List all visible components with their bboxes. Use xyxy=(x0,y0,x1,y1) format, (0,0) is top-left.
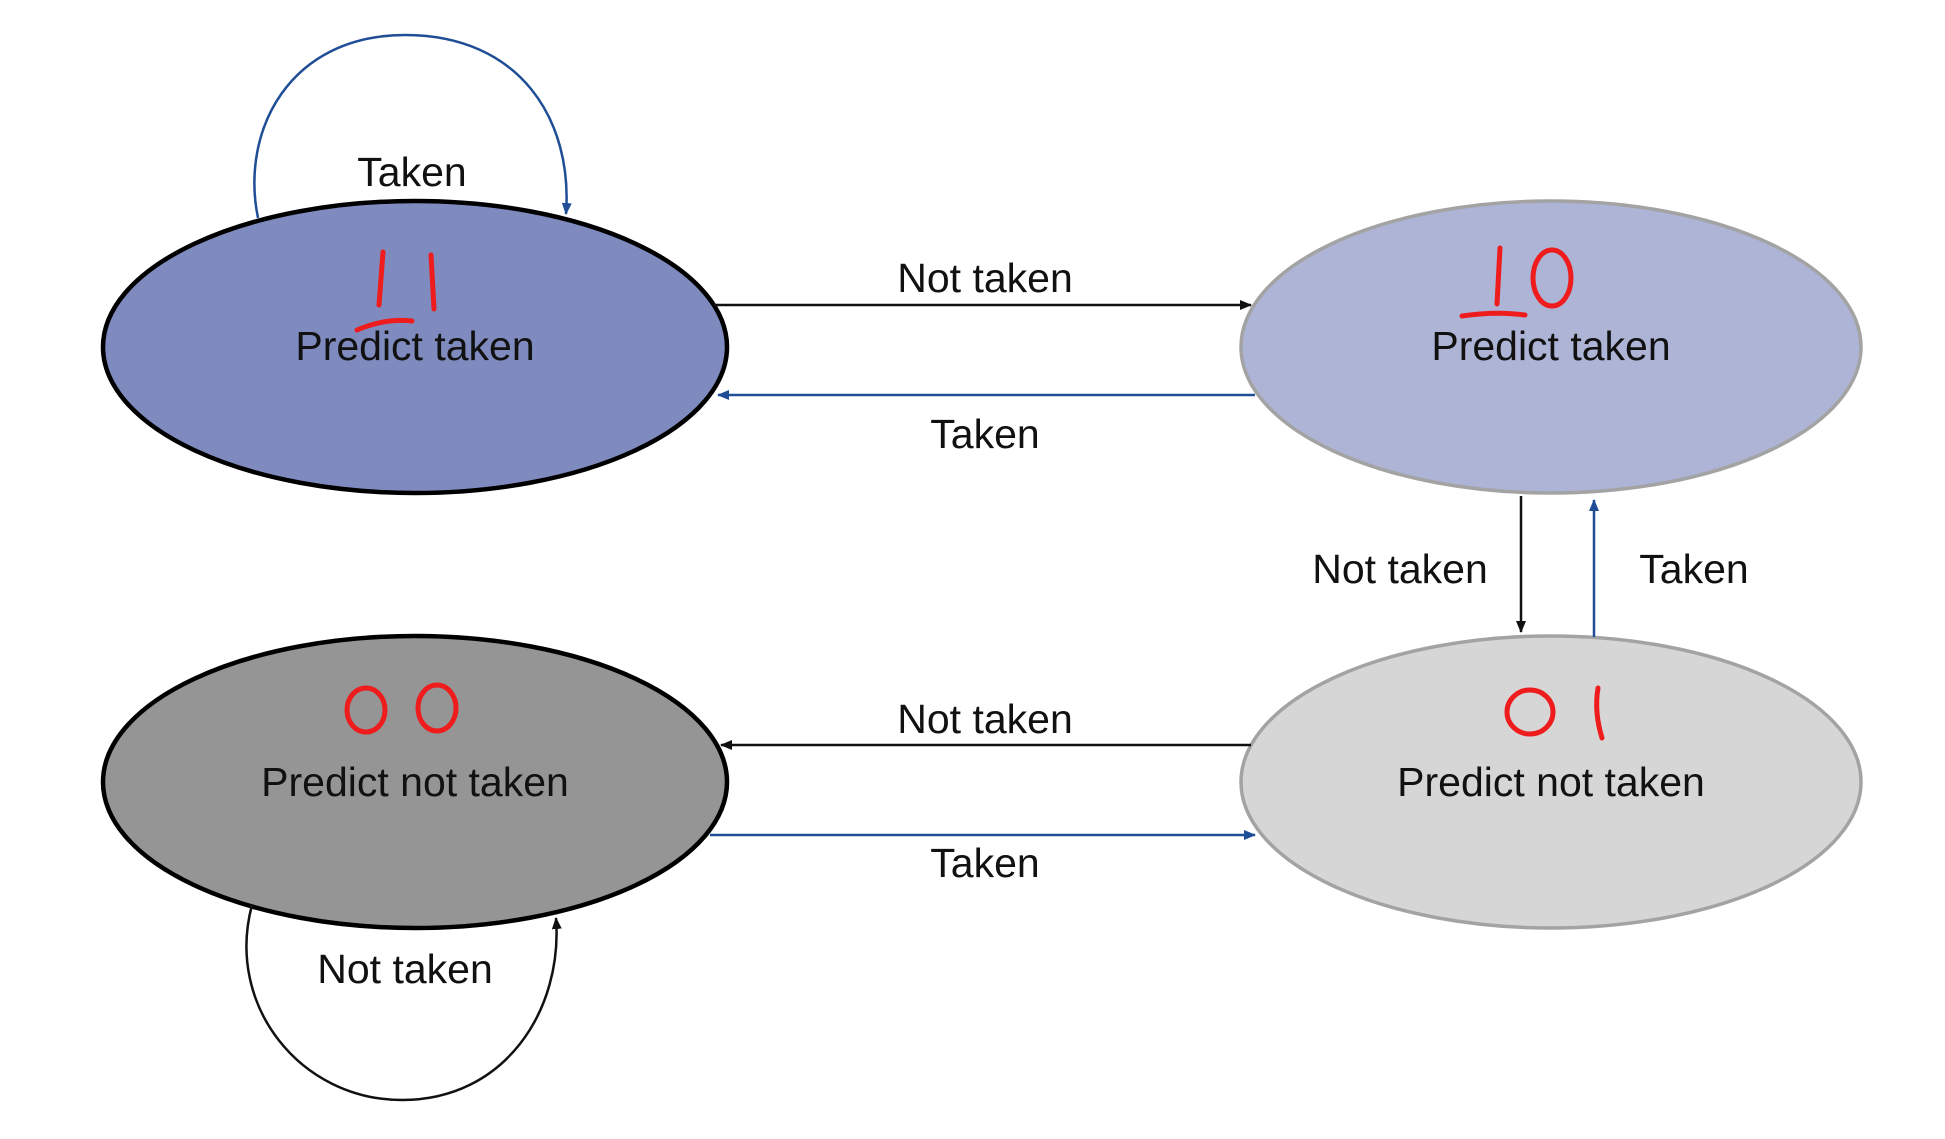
edge-label-00-to-01: Taken xyxy=(930,840,1039,886)
edge-label-11-self: Taken xyxy=(357,149,466,195)
state-10-label: Predict taken xyxy=(1431,323,1670,369)
state-11: Predict taken xyxy=(100,198,730,496)
state-10: Predict taken xyxy=(1239,199,1863,495)
transition-10-to-01: Not taken xyxy=(1312,496,1526,633)
state-01: Predict not taken xyxy=(1239,634,1863,930)
state-11-annotation xyxy=(354,249,437,333)
state-11-ellipse xyxy=(100,198,730,496)
state-01-ellipse xyxy=(1239,634,1863,930)
transition-00-self-not-taken: Not taken xyxy=(245,904,562,1102)
transition-11-self-taken: Taken xyxy=(253,33,572,219)
edge-label-01-to-10: Taken xyxy=(1639,546,1748,592)
state-10-ellipse xyxy=(1239,199,1863,495)
self-loop-arrow-00 xyxy=(245,904,562,1102)
state-00-ellipse xyxy=(100,633,730,931)
state-01-label: Predict not taken xyxy=(1397,759,1705,805)
self-loop-arrow-11 xyxy=(253,33,572,219)
edge-label-11-to-10: Not taken xyxy=(897,255,1073,301)
transition-11-to-10: Not taken xyxy=(714,255,1252,310)
state-00: Predict not taken xyxy=(100,633,730,931)
transition-01-to-00: Not taken xyxy=(720,696,1251,750)
transition-00-to-01: Taken xyxy=(710,830,1256,886)
state-00-label: Predict not taken xyxy=(261,759,569,805)
edge-label-00-self: Not taken xyxy=(317,946,493,992)
transition-01-to-10: Taken xyxy=(1589,499,1749,637)
state-00-annotation xyxy=(344,682,459,735)
edge-label-10-to-01: Not taken xyxy=(1312,546,1488,592)
state-10-annotation xyxy=(1459,245,1574,319)
transition-10-to-11: Taken xyxy=(717,390,1255,457)
edge-label-10-to-11: Taken xyxy=(930,411,1039,457)
state-01-annotation xyxy=(1504,685,1605,741)
edge-label-01-to-00: Not taken xyxy=(897,696,1073,742)
state-11-label: Predict taken xyxy=(295,323,534,369)
